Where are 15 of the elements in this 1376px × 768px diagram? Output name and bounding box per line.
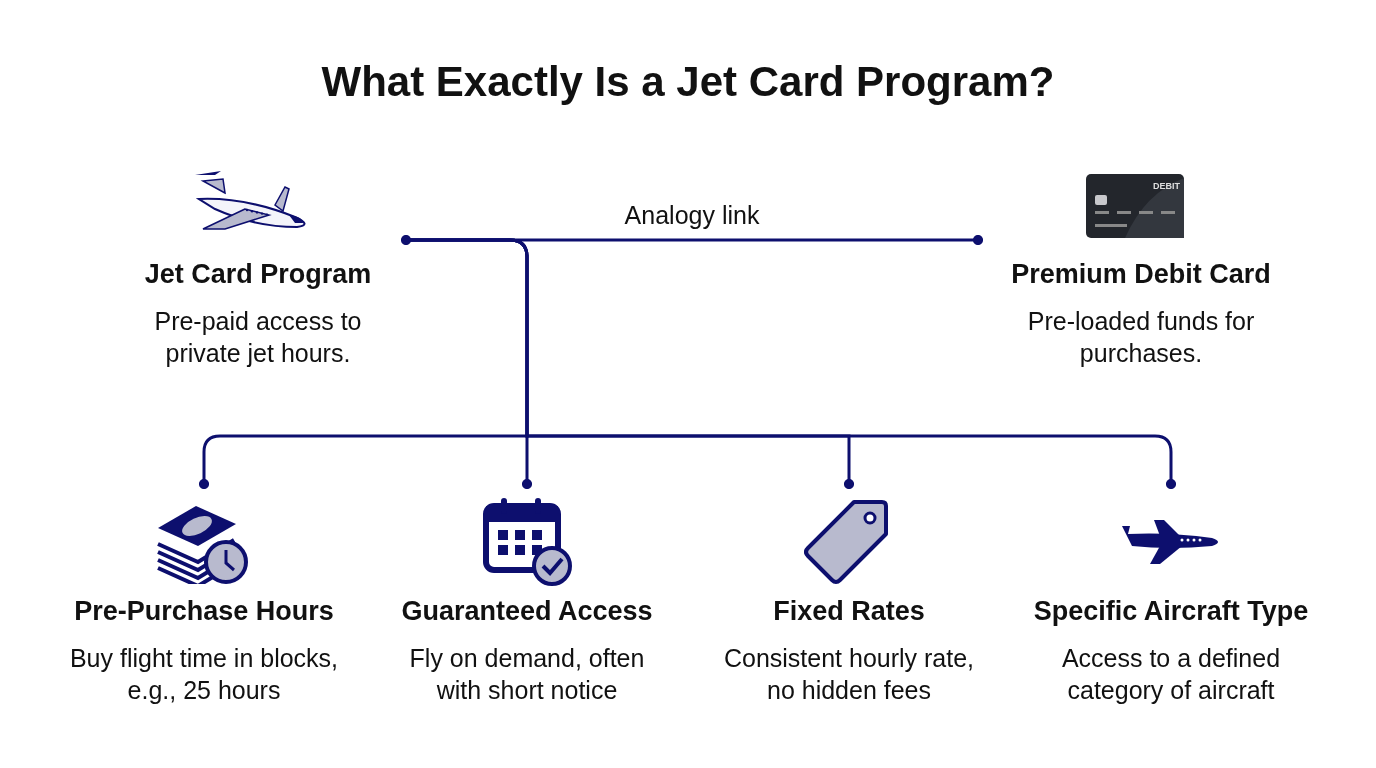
node-title: Premium Debit Card	[1011, 259, 1271, 290]
node-title: Pre-Purchase Hours	[74, 596, 334, 627]
connector-line	[400, 234, 984, 246]
node-title: Fixed Rates	[773, 596, 925, 627]
node-description: Consistent hourly rate, no hidden fees	[722, 643, 976, 706]
node-description: Pre-loaded funds for purchases.	[1026, 306, 1256, 369]
node-title: Jet Card Program	[144, 259, 372, 290]
node-description: Buy flight time in blocks, e.g., 25 hours	[68, 643, 340, 706]
node-description: Access to a defined category of aircraft	[1060, 643, 1282, 706]
node-title: Specific Aircraft Type	[1033, 596, 1309, 627]
node-description: Pre-paid access to private jet hours.	[153, 306, 363, 369]
title: What Exactly Is a Jet Card Program?	[320, 58, 1056, 106]
node-title: Guaranteed Access	[401, 596, 653, 627]
card-text: DEBIT	[1153, 181, 1180, 191]
node-description: Fly on demand, often with short notice	[408, 643, 646, 706]
